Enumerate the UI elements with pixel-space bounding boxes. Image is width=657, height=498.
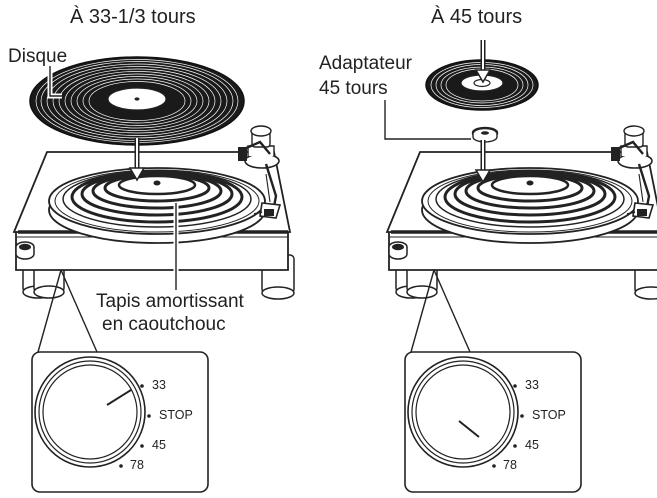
left-dial-pointer — [106, 389, 132, 406]
right-title: À 45 tours — [431, 6, 523, 28]
left-option-33: 33 — [152, 378, 166, 392]
right-speed-selector-box — [404, 269, 582, 493]
right-option-33: 33 — [525, 378, 539, 392]
right-turntable — [385, 124, 657, 301]
adapter-label-line1: Adaptateur — [319, 53, 412, 74]
left-speed-selector-box — [31, 269, 209, 493]
left-title: À 33-1/3 tours — [70, 6, 196, 28]
mat-label-line2: en caoutchouc — [102, 314, 226, 335]
record-illustration — [29, 56, 245, 146]
left-option-45: 45 — [152, 438, 166, 452]
adapter-illustration — [471, 126, 499, 143]
right-option-45: 45 — [525, 438, 539, 452]
right-option-78: 78 — [503, 458, 517, 472]
left-option-stop: STOP — [159, 408, 193, 422]
mat-label-line1: Tapis amortissant — [96, 291, 244, 312]
adapter-label-line2: 45 tours — [319, 78, 388, 99]
adapter-leader — [384, 100, 471, 140]
left-turntable — [12, 124, 296, 301]
record-label: Disque — [8, 46, 68, 67]
right-option-stop: STOP — [532, 408, 566, 422]
left-option-78: 78 — [130, 458, 144, 472]
right-dial-pointer — [458, 420, 480, 438]
